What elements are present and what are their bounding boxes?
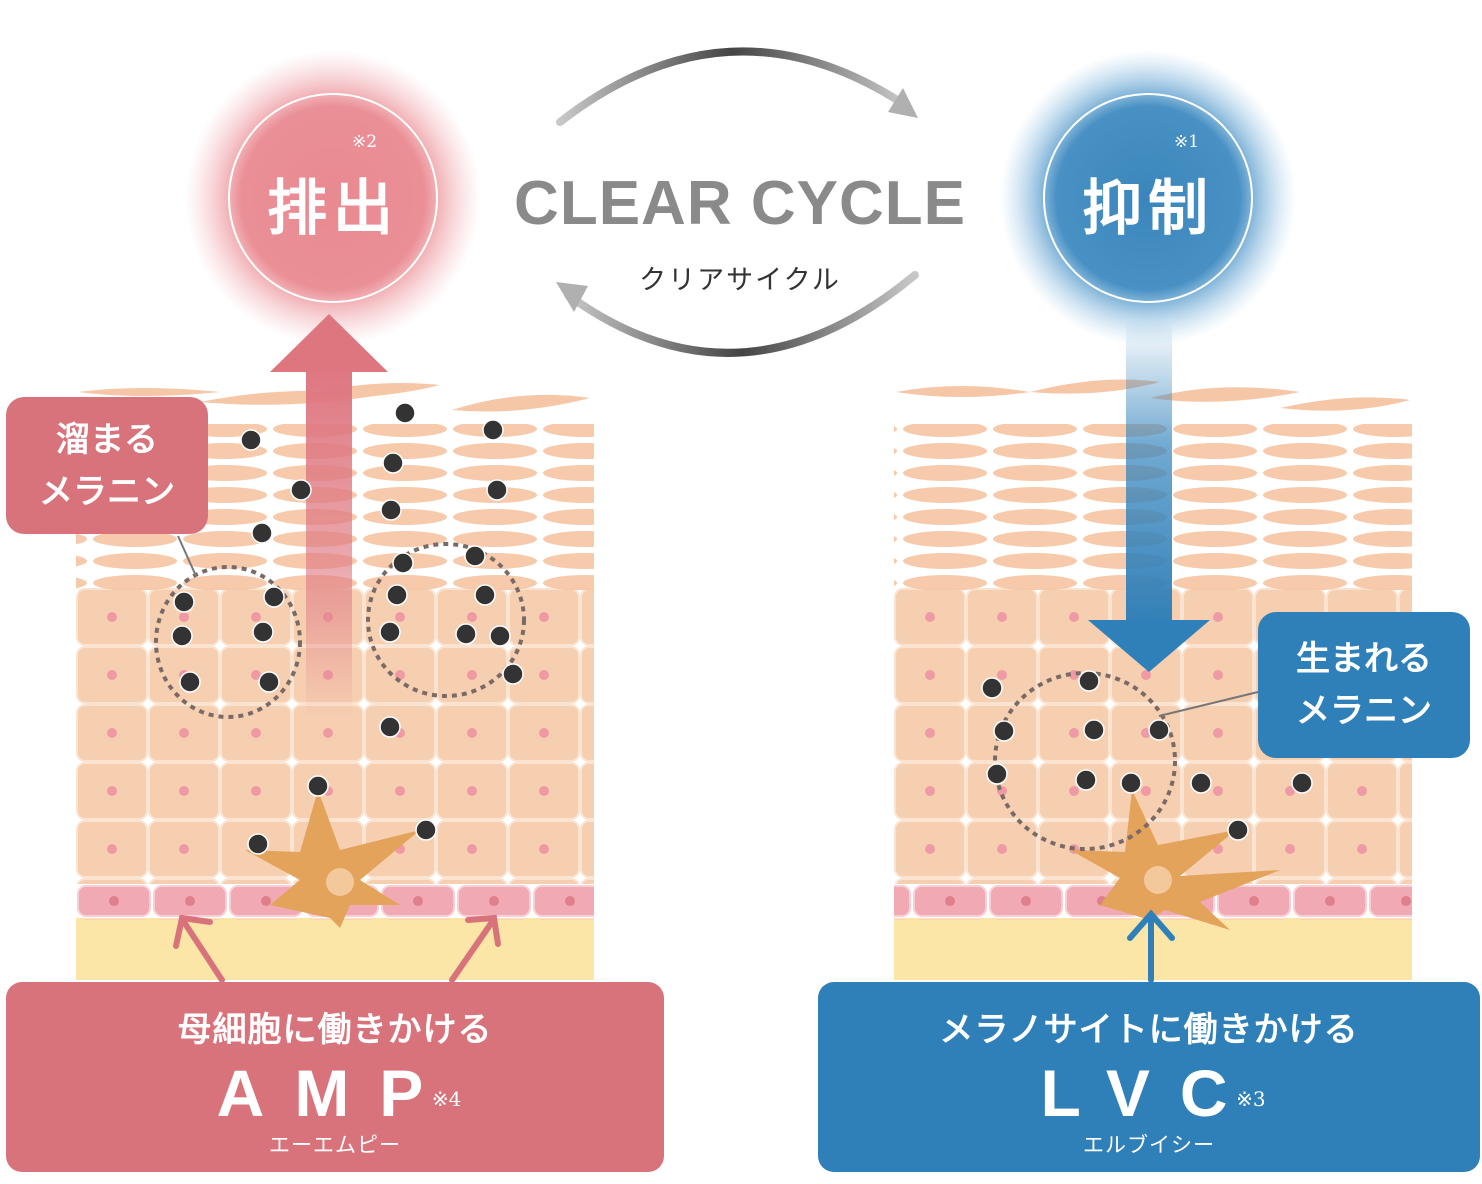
melanocyte-icon — [245, 790, 420, 928]
melanin-dot-icon — [981, 670, 1313, 841]
melanin-dot-icon — [171, 402, 524, 855]
lvc-panel: メラノサイトに働きかける LVC※3 エルブイシー — [818, 982, 1480, 1172]
suppress-circle — [1000, 50, 1296, 346]
discharge-circle — [185, 50, 481, 346]
up-arrow-icon — [270, 314, 388, 720]
cycle-arrow-icon — [556, 47, 919, 357]
accumulated-melanin-ring — [366, 542, 526, 698]
amp-panel: 母細胞に働きかける AMP※4 エーエムピー — [6, 982, 664, 1172]
down-arrow-icon — [1088, 320, 1210, 672]
callout-line: 生まれる — [1296, 639, 1432, 679]
lvc-reading: エルブイシー — [1083, 1133, 1215, 1157]
new-melanin-callout: 生まれる メラニン — [1258, 612, 1470, 758]
lvc-note: ※3 — [1236, 1087, 1266, 1111]
accumulated-melanin-callout: 溜まる メラニン — [6, 397, 208, 534]
callout-leader-line — [177, 535, 197, 577]
amp-code: AMP※4 — [216, 1056, 462, 1130]
lvc-code-text: LVC — [1040, 1056, 1258, 1130]
callout-line: 溜まる — [56, 419, 158, 460]
suppress-note: ※1 — [1174, 132, 1200, 152]
accumulated-melanin-ring — [154, 565, 302, 719]
suppress-label: 抑制 — [1082, 174, 1214, 244]
lvc-code: LVC※3 — [1040, 1056, 1265, 1130]
discharge-label: 排出 — [267, 174, 399, 244]
new-melanin-ring — [993, 671, 1177, 851]
callout-line: メラニン — [1296, 691, 1432, 731]
cycle-title: CLEAR CYCLE — [514, 169, 966, 238]
melanocyte-arrow-icon — [1127, 909, 1175, 983]
discharge-note: ※2 — [352, 132, 378, 152]
melanocyte-icon — [1070, 790, 1280, 930]
amp-note: ※4 — [431, 1087, 462, 1111]
callout-line: メラニン — [39, 471, 175, 512]
amp-reading: エーエムピー — [269, 1133, 401, 1157]
cycle-subtitle: クリアサイクル — [639, 265, 841, 296]
lvc-lead: メラノサイトに働きかける — [939, 1010, 1359, 1050]
amp-code-text: AMP — [216, 1056, 454, 1130]
callout-leader-line — [1158, 691, 1259, 717]
amp-lead: 母細胞に働きかける — [177, 1010, 493, 1050]
stem-cell-arrow-icon — [173, 914, 501, 983]
